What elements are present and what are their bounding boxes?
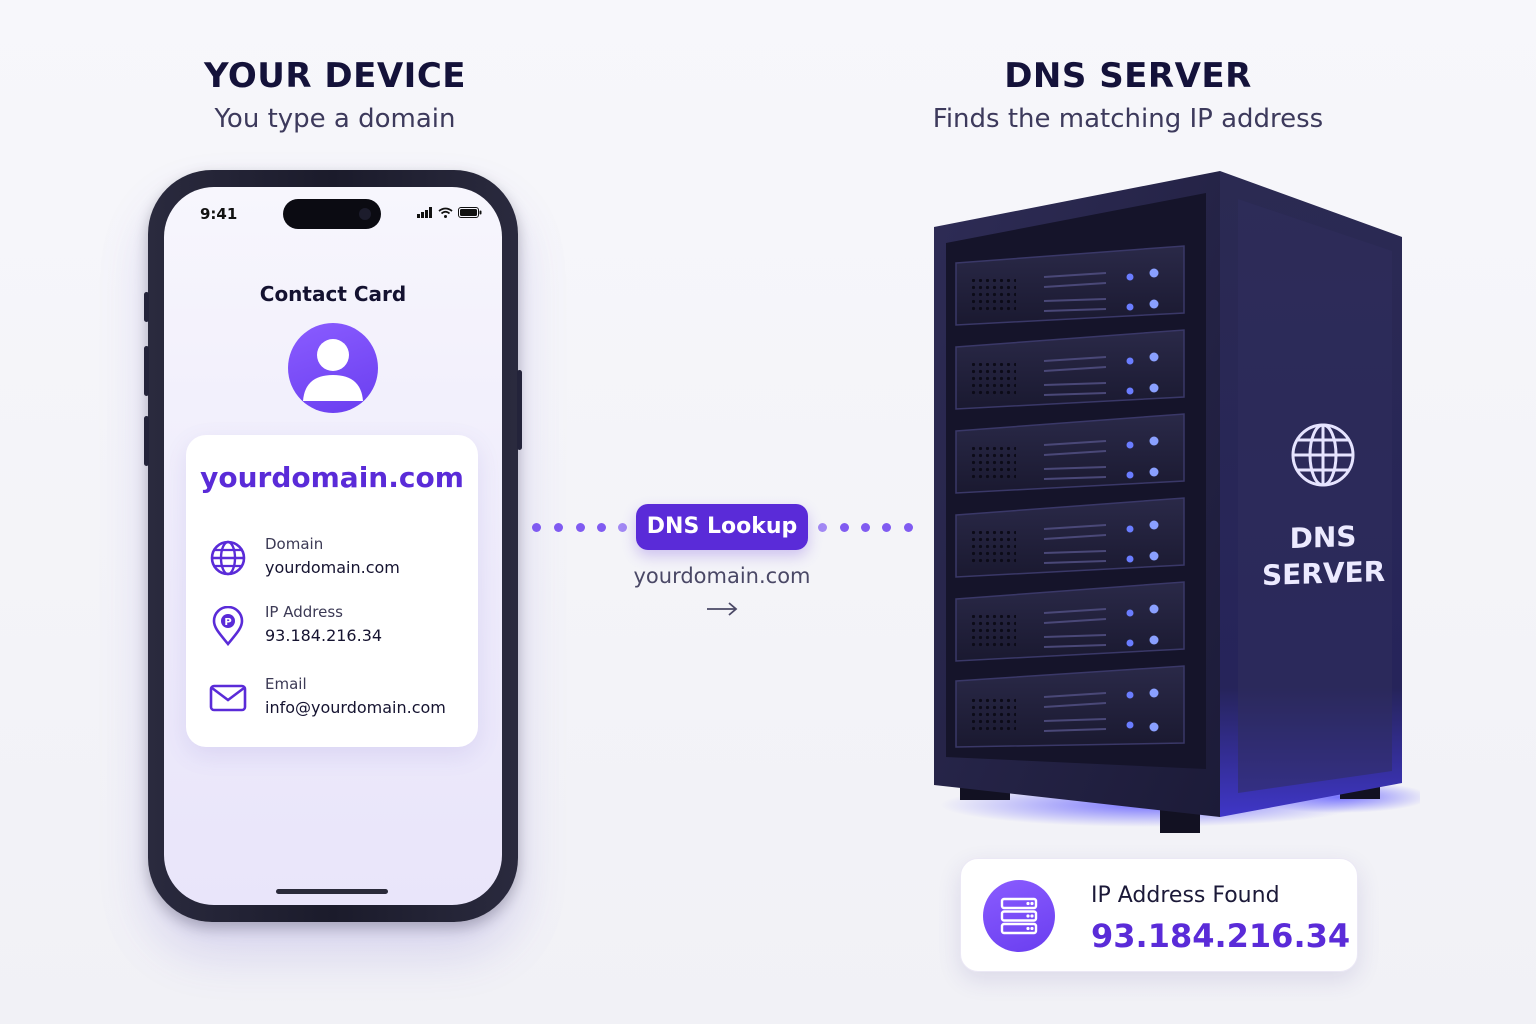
lookup-domain: yourdomain.com (633, 564, 811, 588)
camera-icon (359, 208, 371, 220)
contact-card-title: Contact Card (259, 282, 407, 306)
contact-card: yourdomain.com Domain yourdomain.com P I… (186, 435, 478, 747)
globe-icon (1291, 423, 1355, 487)
server-subtitle: Finds the matching IP address (932, 104, 1324, 134)
home-indicator (276, 889, 388, 894)
result-ip: 93.184.216.34 (1091, 917, 1351, 955)
user-avatar-icon (288, 323, 378, 413)
phone-screen: 9:41 Contact Card (164, 187, 502, 905)
phone-volume-up (144, 346, 149, 396)
ip-label: IP Address (265, 603, 343, 621)
device-title: YOUR DEVICE (203, 56, 467, 96)
server-label-line1: DNS (1289, 519, 1357, 556)
device-subtitle: You type a domain (214, 104, 456, 134)
email-row: Email info@yourdomain.com (208, 675, 468, 725)
arrow-right-icon (707, 602, 738, 616)
card-domain[interactable]: yourdomain.com (200, 461, 464, 494)
signal-icon (417, 207, 432, 218)
globe-icon (210, 540, 246, 576)
email-value[interactable]: info@yourdomain.com (265, 698, 446, 717)
server-title: DNS SERVER (1004, 56, 1252, 96)
dns-server-rack (934, 171, 1420, 833)
wifi-icon (438, 207, 453, 218)
server-units (955, 245, 1185, 748)
result-label: IP Address Found (1091, 883, 1280, 908)
ip-result-card: IP Address Found 93.184.216.34 (960, 858, 1358, 972)
server-side-label: DNS SERVER (1262, 518, 1386, 594)
phone-power-button (517, 370, 522, 450)
svg-text:P: P (224, 617, 231, 628)
dns-lookup-badge: DNS Lookup (636, 504, 808, 550)
status-icons (417, 207, 482, 218)
email-label: Email (265, 675, 307, 693)
battery-icon (458, 207, 482, 218)
phone-side-button (144, 292, 149, 322)
dynamic-island (283, 199, 381, 229)
server-label-line2: SERVER (1262, 554, 1386, 593)
domain-row: Domain yourdomain.com (208, 535, 468, 585)
phone-volume-down (144, 416, 149, 466)
server-stack-icon (983, 880, 1055, 952)
status-time: 9:41 (200, 205, 238, 223)
domain-value: yourdomain.com (265, 558, 400, 577)
location-pin-icon: P (212, 606, 244, 646)
phone: 9:41 Contact Card (144, 170, 522, 922)
ip-row: P IP Address 93.184.216.34 (208, 603, 468, 653)
domain-label: Domain (265, 535, 324, 553)
ip-value: 93.184.216.34 (265, 626, 383, 645)
envelope-icon (209, 684, 247, 712)
